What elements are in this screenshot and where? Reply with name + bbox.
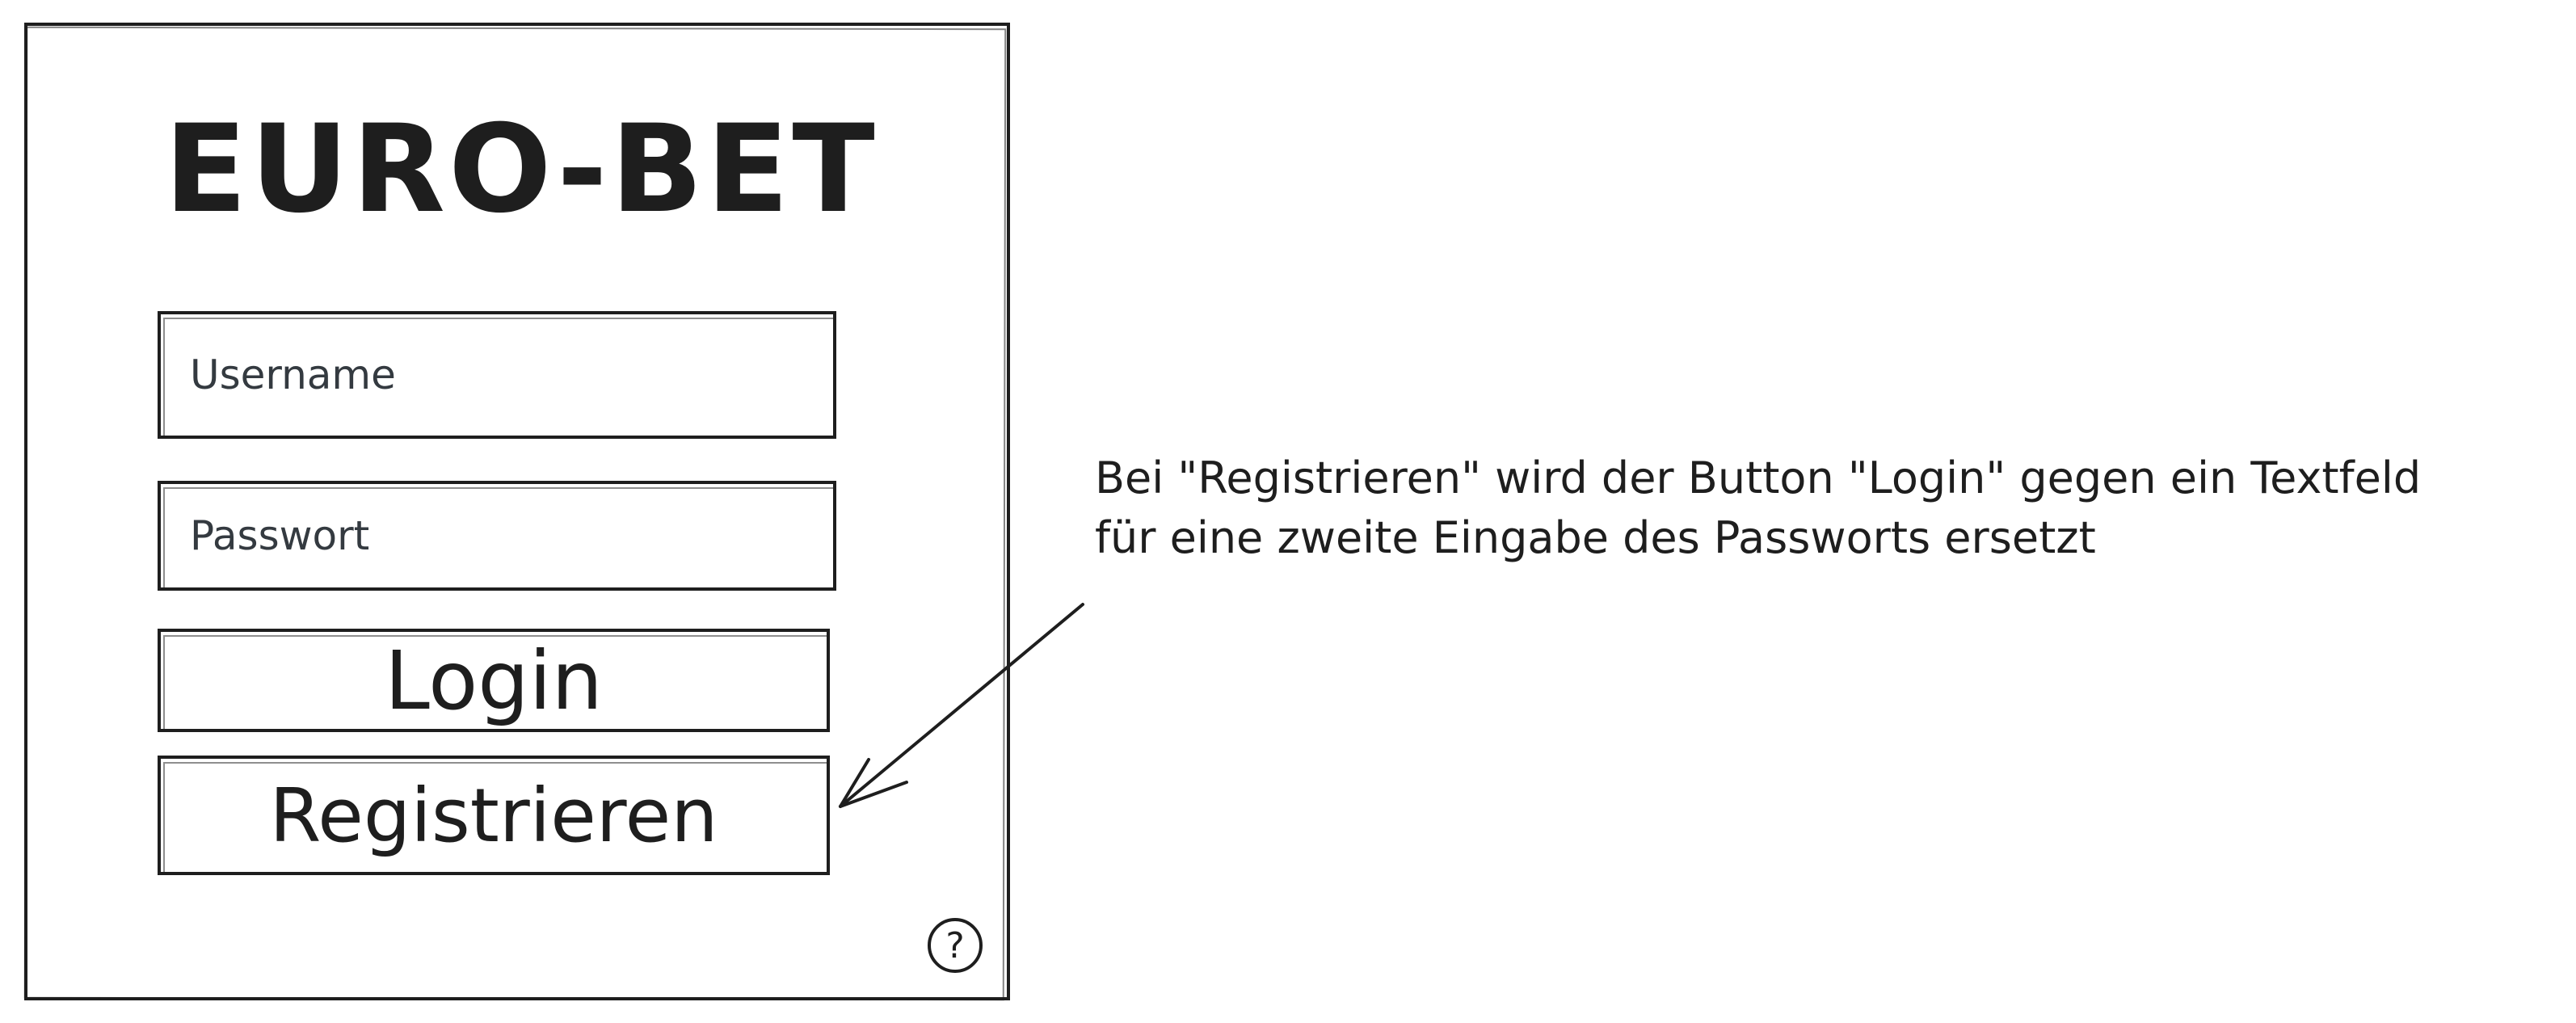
annotation-line-2: für eine zweite Eingabe des Passworts er… — [1095, 512, 2096, 563]
login-button-label: Login — [385, 633, 603, 728]
username-field[interactable] — [158, 311, 836, 439]
password-input[interactable] — [161, 484, 833, 587]
app-logo: EURO-BET — [164, 99, 878, 240]
password-field[interactable] — [158, 481, 836, 591]
login-button[interactable]: Login — [158, 629, 830, 732]
login-card — [24, 23, 1010, 1000]
username-input[interactable] — [161, 314, 833, 436]
annotation-line-1: Bei "Registrieren" wird der Button "Logi… — [1095, 453, 2422, 503]
help-icon-glyph: ? — [945, 924, 965, 966]
register-button[interactable]: Registrieren — [158, 756, 830, 875]
annotation-note: Bei "Registrieren" wird der Button "Logi… — [1095, 448, 2565, 568]
register-button-label: Registrieren — [269, 772, 718, 859]
help-icon[interactable]: ? — [928, 918, 983, 973]
